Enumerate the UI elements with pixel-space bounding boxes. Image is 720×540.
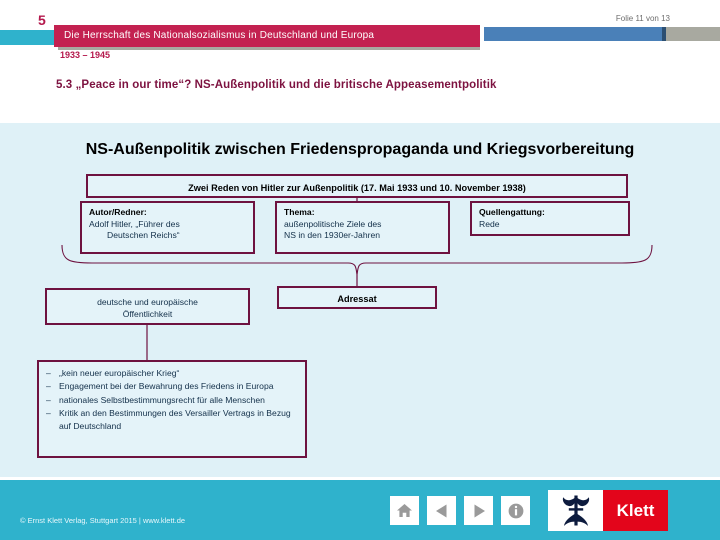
list-item: „kein neuer europäischer Krieg“ <box>43 367 299 380</box>
chapter-number: 5 <box>38 12 46 28</box>
box-oeffentlichkeit-line2: Öffentlichkeit <box>122 308 173 319</box>
next-icon <box>474 504 485 517</box>
box-adressat: Adressat <box>277 286 437 309</box>
box-autor-line1: Adolf Hitler, „Führer des <box>89 218 180 229</box>
page-title: NS-Außenpolitik zwischen Friedenspropaga… <box>85 141 635 158</box>
box-autor-label: Autor/Redner: <box>89 207 147 217</box>
previous-icon <box>435 504 446 517</box>
chapter-years: 1933 – 1945 <box>60 50 111 60</box>
box-thema-line1: außenpolitische Ziele des <box>284 218 382 229</box>
box-zwei-reden: Zwei Reden von Hitler zur Außenpolitik (… <box>86 174 628 198</box>
box-oeffentlichkeit-line1: deutsche und europäische <box>97 297 198 307</box>
klett-anchor-icon <box>562 495 589 526</box>
box-quelle-label: Quellengattung: <box>479 207 545 217</box>
box-thema: Thema: außenpolitische Ziele des NS in d… <box>275 201 450 254</box>
info-button[interactable] <box>501 496 530 525</box>
box-thema-line2: NS in den 1930er-Jahren <box>284 230 381 241</box>
chapter-title: Die Herrschaft des Nationalsozialismus i… <box>64 30 375 41</box>
box-zwei-reden-text: Zwei Reden von Hitler zur Außenpolitik (… <box>188 183 526 193</box>
box-autor-redner: Autor/Redner: Adolf Hitler, „Führer des … <box>80 201 255 254</box>
home-button[interactable] <box>390 496 419 525</box>
box-quelle-line1: Rede <box>479 218 500 229</box>
title-bar-shadow <box>58 47 480 50</box>
chapter-title-bar: Die Herrschaft des Nationalsozialismus i… <box>54 25 480 47</box>
footer-bar: © Ernst Klett Verlag, Stuttgart 2015 | w… <box>0 480 720 540</box>
section-subtitle: 5.3 „Peace in our time“? NS-Außenpolitik… <box>56 79 497 91</box>
klett-logo-mark <box>548 490 603 531</box>
list-item: nationales Selbstbestimmungsrecht für al… <box>43 394 299 407</box>
list-item: Engagement bei der Bewahrung des Frieden… <box>43 380 299 393</box>
slide-counter: Folie 11 von 13 <box>615 14 670 23</box>
list-item: Kritik an den Bestimmungen des Versaille… <box>43 407 299 433</box>
home-icon <box>397 504 412 517</box>
klett-logo-text: Klett <box>603 490 668 531</box>
box-oeffentlichkeit: deutsche und europäische Öffentlichkeit <box>45 288 250 325</box>
content-panel: NS-Außenpolitik zwischen Friedenspropaga… <box>0 123 720 477</box>
box-aussagen-liste: „kein neuer europäischer Krieg“ Engageme… <box>37 360 307 458</box>
box-quellengattung: Quellengattung: Rede <box>470 201 630 236</box>
next-button[interactable] <box>464 496 493 525</box>
previous-button[interactable] <box>427 496 456 525</box>
box-thema-label: Thema: <box>284 207 315 217</box>
info-icon <box>508 503 523 518</box>
klett-logo: Klett <box>548 490 668 531</box>
progress-fill <box>484 27 666 41</box>
aussagen-list: „kein neuer europäischer Krieg“ Engageme… <box>43 367 299 433</box>
box-adressat-label: Adressat <box>337 294 377 304</box>
box-autor-line2: Deutschen Reichs“ <box>107 230 180 241</box>
copyright-text: © Ernst Klett Verlag, Stuttgart 2015 | w… <box>20 516 186 525</box>
